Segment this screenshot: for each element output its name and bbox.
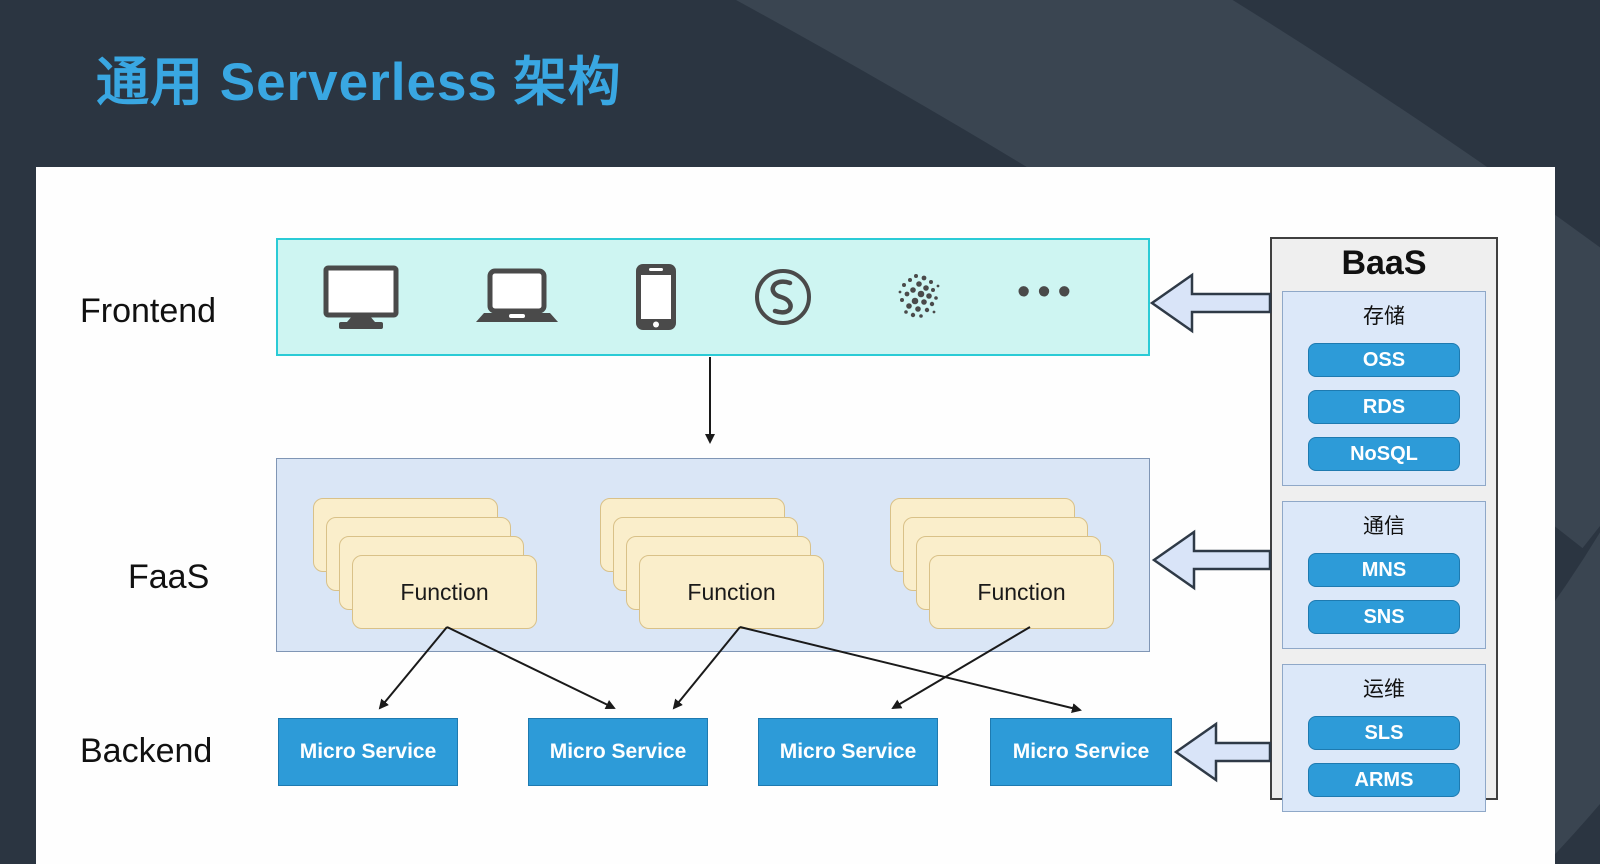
desktop-icon — [323, 265, 399, 329]
micro-service-1: Micro Service — [278, 718, 458, 786]
service-label: Micro Service — [549, 740, 687, 763]
slide-title: 通用 Serverless 架构 — [96, 53, 622, 112]
faas-label: FaaS — [128, 558, 210, 596]
baas-item-arms: ARMS — [1308, 763, 1460, 797]
function-stack-2: Function — [639, 555, 824, 629]
iota-icon — [898, 274, 940, 318]
function-label: Function — [977, 578, 1066, 605]
function-stack-1: Function — [352, 555, 537, 629]
micro-service-2: Micro Service — [528, 718, 708, 786]
baas-panel: BaaS 存储 OSS RDS NoSQL 通信 MNS SNS 运维 SLS … — [1270, 237, 1498, 812]
service-label: Micro Service — [1012, 740, 1150, 763]
micro-service-3: Micro Service — [758, 718, 938, 786]
service-label: Micro Service — [299, 740, 437, 763]
frontend-box: ••• — [276, 238, 1150, 356]
baas-section-storage: 存储 OSS RDS NoSQL — [1282, 291, 1486, 486]
baas-title: BaaS — [1341, 244, 1427, 282]
function-label: Function — [400, 578, 489, 605]
ellipsis-icon: ••• — [1017, 271, 1078, 313]
baas-item-mns: MNS — [1308, 553, 1460, 587]
baas-section-header: 存储 — [1363, 305, 1405, 328]
baas-section-ops: 运维 SLS ARMS — [1282, 664, 1486, 812]
baas-item-sns: SNS — [1308, 600, 1460, 634]
service-label: Micro Service — [779, 740, 917, 763]
micro-service-4: Micro Service — [990, 718, 1172, 786]
baas-item-sls: SLS — [1308, 716, 1460, 750]
baas-section-header: 运维 — [1363, 678, 1405, 701]
baas-item-rds: RDS — [1308, 390, 1460, 424]
miniprogram-icon — [754, 269, 811, 325]
baas-item-nosql: NoSQL — [1308, 437, 1460, 471]
function-stack-3: Function — [929, 555, 1114, 629]
frontend-label: Frontend — [80, 292, 217, 330]
backend-label: Backend — [80, 732, 213, 770]
function-label: Function — [687, 578, 776, 605]
baas-section-header: 通信 — [1363, 515, 1405, 538]
baas-item-oss: OSS — [1308, 343, 1460, 377]
laptop-icon — [476, 268, 559, 322]
baas-section-messaging: 通信 MNS SNS — [1282, 501, 1486, 649]
smartphone-icon — [636, 264, 677, 330]
